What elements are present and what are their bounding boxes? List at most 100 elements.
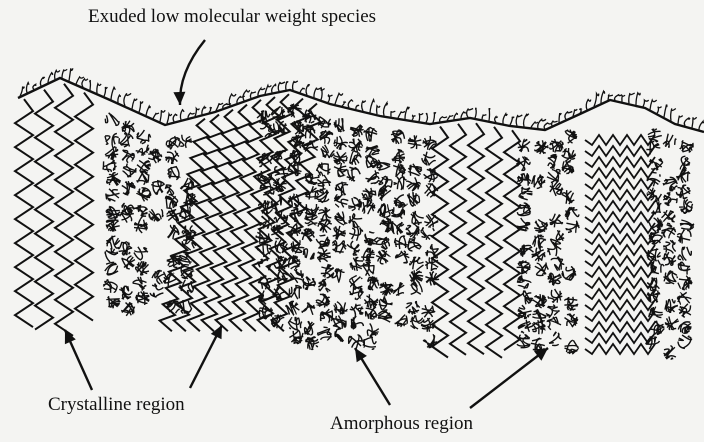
- amorphous-coil: [562, 148, 576, 162]
- amorphous-coil: [665, 299, 678, 313]
- exuded-molecule: [342, 102, 346, 106]
- amorphous-coil: [151, 181, 164, 195]
- amorphous-coil: [350, 151, 362, 165]
- zigzag-chain: [585, 179, 655, 189]
- exuded-molecule: [636, 93, 640, 105]
- exuded-molecule: [678, 116, 683, 124]
- amorphous-coil: [647, 248, 661, 261]
- amorphous-coil: [366, 306, 378, 319]
- amorphous-coil: [547, 317, 561, 330]
- amorphous-coil: [105, 248, 118, 262]
- amorphous-coil: [368, 277, 379, 291]
- amorphous-coil: [318, 207, 331, 221]
- amorphous-coil: [678, 276, 692, 290]
- amorphous-coil: [391, 222, 403, 235]
- exuded-molecule: [356, 105, 359, 109]
- exuded-molecule: [160, 110, 165, 122]
- amorphous-coil: [662, 252, 676, 265]
- zigzag-chain: [585, 157, 655, 167]
- amorphous-coil: [395, 251, 409, 263]
- exuded-molecule: [419, 113, 423, 121]
- amorphous-coil: [533, 235, 546, 249]
- amorphous-coil: [535, 263, 549, 276]
- amorphous-coil: [651, 321, 665, 335]
- amorphous-coil: [367, 323, 378, 337]
- amorphous-coil: [334, 194, 348, 208]
- amorphous-coil: [548, 289, 562, 303]
- amorphous-coil: [680, 156, 690, 170]
- amorphous-coil: [274, 210, 288, 224]
- amorphous-coil: [548, 273, 562, 285]
- exuded-molecule: [412, 116, 416, 121]
- amorphous-coil: [178, 135, 192, 148]
- amorphous-coil: [106, 189, 120, 202]
- amorphous-coil: [679, 304, 691, 318]
- exuded-molecule: [82, 79, 88, 87]
- amorphous-coil: [289, 285, 302, 299]
- surface-layer: [18, 68, 704, 132]
- amorphous-coil: [378, 204, 392, 218]
- amorphous-coil: [136, 261, 149, 275]
- amorphous-coil: [550, 139, 564, 153]
- exuded-molecule: [622, 95, 625, 102]
- exuded-molecule: [111, 87, 115, 99]
- amorphous-coil: [662, 210, 676, 224]
- amorphous-coil: [395, 315, 408, 327]
- amorphous-coil: [425, 257, 438, 271]
- amorphous-coil: [318, 327, 332, 340]
- exuded-molecule: [97, 84, 101, 93]
- exuded-molecule: [467, 109, 474, 118]
- exuded-molecule: [664, 105, 667, 118]
- amorphous-coil: [422, 152, 436, 166]
- zigzag-chain: [468, 123, 484, 354]
- exuded-molecule: [293, 81, 298, 90]
- exuded-molecule: [454, 113, 457, 119]
- amorphous-coil: [334, 118, 344, 132]
- exuded-molecule: [433, 112, 436, 122]
- amorphous-coil: [362, 188, 376, 202]
- amorphous-coil: [260, 123, 274, 137]
- amorphous-coil: [332, 240, 346, 253]
- amorphous-coil: [422, 305, 436, 317]
- amorphous-coil: [378, 311, 392, 322]
- amorphous-coil: [651, 201, 661, 215]
- amorphous-coil: [376, 237, 389, 249]
- exuded-molecule: [524, 114, 529, 127]
- amorphous-coil: [134, 247, 148, 260]
- amorphous-coil: [183, 193, 195, 207]
- amorphous-coil: [566, 221, 580, 233]
- amorphous-coil: [134, 219, 148, 233]
- exuded-molecule: [62, 69, 67, 78]
- amorphous-coil: [305, 337, 319, 351]
- amorphous-coil: [407, 192, 419, 206]
- amorphous-coil: [665, 317, 679, 330]
- amorphous-coil: [301, 228, 314, 241]
- amorphous-coil: [148, 149, 162, 163]
- zigzag-chain: [585, 322, 655, 332]
- exuded-molecule: [629, 93, 635, 103]
- exuded-molecule: [475, 108, 476, 118]
- zigzag-chain: [585, 245, 655, 255]
- amorphous-coil: [424, 168, 438, 182]
- amorphous-coil: [410, 315, 424, 329]
- exuded-molecule: [132, 99, 137, 109]
- amorphous-coil: [663, 177, 677, 191]
- amorphous-coil: [122, 181, 136, 195]
- amorphous-coil: [393, 163, 405, 177]
- amorphous-coil: [519, 187, 533, 200]
- amorphous-coil: [679, 199, 693, 213]
- amorphous-coil: [165, 195, 178, 209]
- amorphous-coil: [517, 275, 531, 289]
- arrowhead: [355, 348, 367, 362]
- amorphous-coil: [516, 218, 530, 231]
- exuded-molecule: [615, 95, 623, 100]
- amorphous-coil: [519, 290, 533, 304]
- exuded-molecule: [383, 103, 387, 116]
- amorphous-coil: [168, 225, 180, 239]
- amorphous-coil: [565, 207, 579, 220]
- amorphous-coil: [662, 224, 676, 238]
- amorphous-coil: [305, 321, 315, 335]
- amorphous-coil: [106, 296, 120, 308]
- amorphous-coil: [119, 286, 132, 300]
- amorphous-coil: [302, 303, 316, 315]
